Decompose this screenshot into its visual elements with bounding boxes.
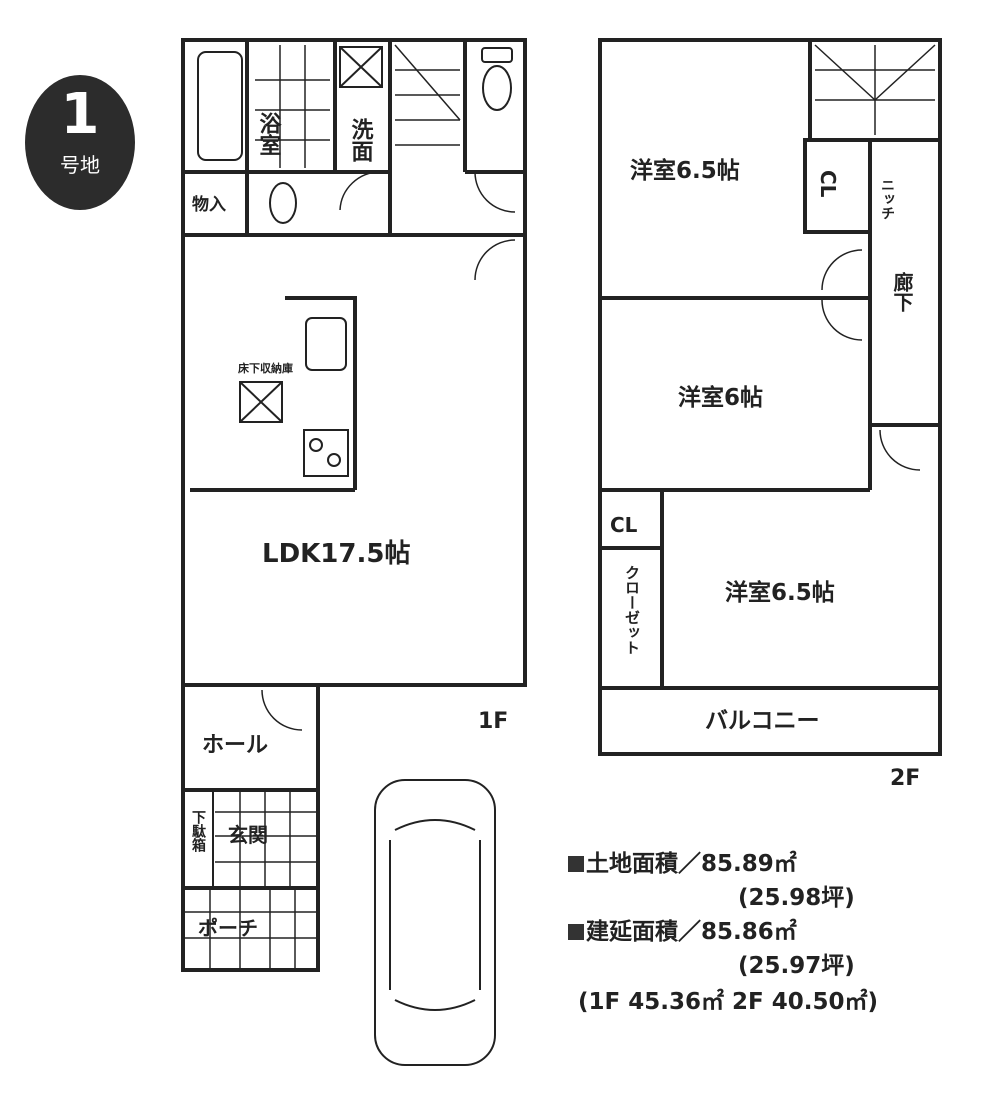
underfloor-label: 床下収納庫 <box>238 361 293 375</box>
building-area: 建延面積／85.86㎡ <box>568 912 797 946</box>
closet-b-label: CL <box>610 513 638 537</box>
car-icon <box>374 779 496 1066</box>
floor1-label: 1F <box>478 709 508 734</box>
sink-icon <box>305 317 347 371</box>
basin-icon <box>269 182 297 224</box>
stairs-1f-icon <box>394 44 461 146</box>
land-area-text: 土地面積／85.89㎡ <box>586 851 797 877</box>
lot-number: 1 <box>60 82 100 147</box>
floor1-walls <box>181 38 527 972</box>
land-area-tsubo: (25.98坪) <box>738 885 855 911</box>
room-b-label: 洋室6帖 <box>678 384 763 411</box>
floor2-label: 2F <box>890 766 920 791</box>
room-a-label: 洋室6.5帖 <box>630 157 740 184</box>
room-c-label: 洋室6.5帖 <box>725 579 835 606</box>
land-area: 土地面積／85.89㎡ <box>568 844 797 878</box>
underfloor-hatch-icon <box>239 381 283 423</box>
stove-icon <box>303 429 349 477</box>
stairs-2f-icon <box>814 44 936 135</box>
building-area-tsubo: (25.97坪) <box>738 953 855 979</box>
floor-area-breakdown: (1F 45.36㎡ 2F 40.50㎡) <box>578 989 878 1015</box>
ldk-label: LDK17.5帖 <box>262 539 410 569</box>
door-swings <box>261 171 921 731</box>
storage-label: 物入 <box>192 194 226 215</box>
bath-tile-grid <box>255 45 330 168</box>
lot-number-suffix: 号地 <box>60 153 100 177</box>
niche-label: ニッチ <box>879 178 895 220</box>
building-area-text: 建延面積／85.86㎡ <box>586 919 797 945</box>
bathtub-icon <box>197 51 243 161</box>
porch-label: ポーチ <box>198 916 258 940</box>
closet-c-label: クローゼット <box>623 565 641 655</box>
washer-icon <box>339 46 383 88</box>
entrance-tile-grid <box>185 792 316 968</box>
toilet-icon <box>481 47 513 111</box>
square-bullet-icon <box>568 856 584 872</box>
balcony-label: バルコニー <box>705 708 820 734</box>
hall-label: ホール <box>202 733 268 758</box>
shoe-box-label: 下駄箱 <box>190 810 206 853</box>
closet-a-label: CL <box>816 170 840 198</box>
floor2-walls <box>598 38 942 756</box>
square-bullet-icon <box>568 924 584 940</box>
lot-badge: 1 号地 <box>25 75 135 210</box>
washroom-label: 洗面 <box>348 118 374 163</box>
bath-label: 浴室 <box>256 112 282 156</box>
corridor-label: 廊下 <box>890 271 914 313</box>
entrance-label: 玄関 <box>228 823 268 847</box>
